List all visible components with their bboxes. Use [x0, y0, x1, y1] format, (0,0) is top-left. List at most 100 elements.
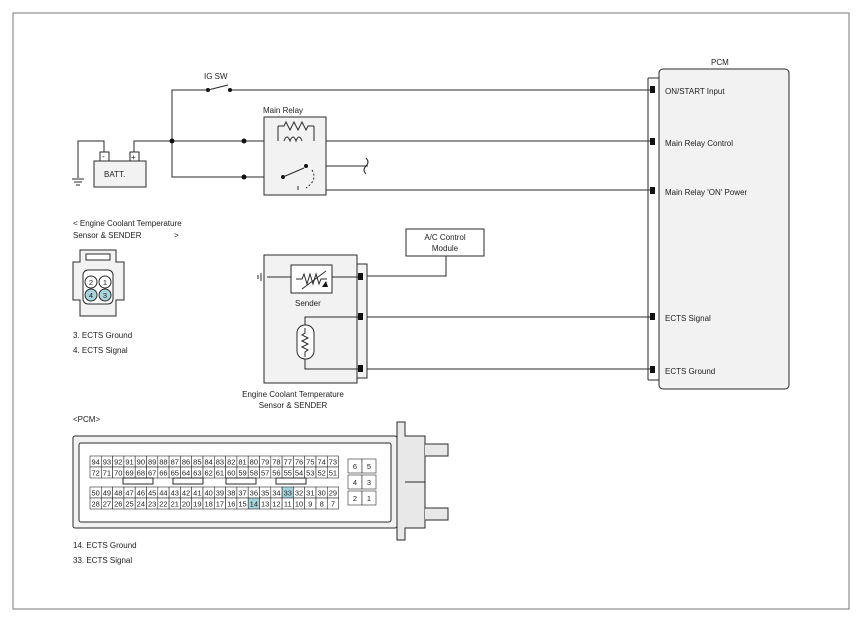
pcm-pin-number: 17 [216, 499, 224, 508]
pcm-small-pin-number: 5 [367, 462, 371, 471]
pcm-pin-number: 50 [91, 488, 99, 497]
pcm-connector-plug [396, 421, 426, 541]
pcm-pin-cell [326, 497, 339, 510]
battery-body [93, 160, 147, 188]
pcm-small-pin-number: 3 [367, 478, 371, 487]
ects-connector-title-1: < Engine Coolant Temperature [73, 219, 182, 228]
pcm-pin-number: 88 [159, 457, 167, 466]
ground-icon [257, 271, 265, 283]
pcm-pin-number: 66 [159, 468, 167, 477]
pcm-pin-number: 89 [148, 457, 156, 466]
pcm-pin-number: 25 [125, 499, 133, 508]
pcm-module: PCM ON/START Input Main Relay Control Ma… [647, 58, 790, 390]
wire-ac-module [360, 256, 447, 277]
diagram-frame [12, 12, 850, 610]
pcm-small-pin-number: 6 [353, 462, 357, 471]
pcm-pin-number: 42 [182, 488, 190, 497]
pcm-pin-number: 94 [91, 457, 99, 466]
pcm-pin-number: 70 [114, 468, 122, 477]
pcm-pin-number: 23 [148, 499, 156, 508]
pcm-pin-number: 58 [250, 468, 258, 477]
pcm-pin-number: 67 [148, 468, 156, 477]
pcm-small-pin-number: 1 [367, 494, 371, 503]
pcm-pin-number: 41 [193, 488, 201, 497]
ig-switch-label: IG SW [204, 72, 228, 81]
pcm-pin-number: 7 [331, 499, 335, 508]
pcm-pin-number: 47 [125, 488, 133, 497]
pcm-pin-number: 79 [261, 457, 269, 466]
pcm-pin-number: 57 [261, 468, 269, 477]
pcm-pin-number: 12 [272, 499, 280, 508]
pcm-pin-number: 9 [308, 499, 312, 508]
pcm-pin-label-ects-ground: ECTS Ground [665, 367, 715, 376]
relay-resistor [278, 120, 314, 132]
pcm-pin-number: 19 [193, 499, 201, 508]
main-relay-label: Main Relay [263, 106, 303, 115]
pcm-pin-number: 14 [250, 499, 258, 508]
pcm-pin-number: 83 [216, 457, 224, 466]
ects-note-3: 3. ECTS Ground [73, 331, 132, 340]
pcm-pin-number: 87 [171, 457, 179, 466]
pcm-pin-number: 73 [329, 457, 337, 466]
ects-pin-1 [98, 275, 112, 289]
pcm-pin-number: 37 [238, 488, 246, 497]
ects-connector-title-close: > [174, 231, 179, 240]
pcm-pin-terminal [650, 86, 655, 93]
ects-connector-legend: < Engine Coolant Temperature Sensor & SE… [72, 219, 182, 355]
ac-control-module: A/C Control Module [405, 228, 485, 257]
pcm-pin-number: 45 [148, 488, 156, 497]
junction-dot [241, 174, 247, 180]
pcm-pin-number: 27 [103, 499, 111, 508]
relay-switch-arm [282, 167, 305, 178]
pcm-pin-number: 78 [272, 457, 280, 466]
pcm-pin-terminal [650, 187, 655, 194]
pcm-pin-number: 48 [114, 488, 122, 497]
pcm-pin-number: 15 [238, 499, 246, 508]
pcm-pin-number: 90 [137, 457, 145, 466]
pcm-pin-number: 62 [204, 468, 212, 477]
pcm-pin-label-main-relay-power: Main Relay 'ON' Power [665, 188, 748, 197]
pcm-pin-number: 39 [216, 488, 224, 497]
connector-key [225, 477, 257, 485]
junction-dot [241, 138, 247, 144]
ects-pin-4 [84, 288, 98, 302]
pcm-pin-number: 44 [159, 488, 167, 497]
switch-contact [207, 84, 229, 91]
pcm-pin-number: 91 [125, 457, 133, 466]
pcm-pin-number: 75 [306, 457, 314, 466]
pcm-pin-number: 54 [295, 468, 303, 477]
connector-key [172, 477, 204, 485]
pcm-pin-number: 65 [171, 468, 179, 477]
pcm-pin-number: 34 [272, 488, 280, 497]
pcm-small-pin-number: 2 [353, 494, 357, 503]
pcm-pin-label-ects-signal: ECTS Signal [665, 314, 711, 323]
pcm-pin-number: 13 [261, 499, 269, 508]
pcm-pin-number: 11 [284, 499, 292, 508]
pcm-pin-terminal [650, 138, 655, 145]
pcm-small-pin-cell [361, 474, 377, 490]
pcm-pin-number: 61 [216, 468, 224, 477]
sensor-caption-line2: Sensor & SENDER [259, 401, 328, 410]
pcm-pin-number: 16 [227, 499, 235, 508]
svg-text:1: 1 [103, 278, 107, 287]
pcm-pin-number: 84 [204, 457, 212, 466]
main-relay-body [263, 116, 327, 196]
pcm-pin-number: 35 [261, 488, 269, 497]
svg-text:4: 4 [89, 291, 93, 300]
ac-module-body [405, 228, 485, 257]
junction-dot [169, 138, 175, 144]
pcm-pin-number: 24 [137, 499, 145, 508]
pcm-pin-number: 49 [103, 488, 111, 497]
pcm-pin-number: 52 [317, 468, 325, 477]
pcm-pin-number: 36 [250, 488, 258, 497]
pcm-pin-number: 51 [329, 468, 337, 477]
battery: - + BATT. [93, 151, 147, 188]
pcm-pin-number: 74 [317, 457, 325, 466]
pcm-pin-number: 80 [250, 457, 258, 466]
main-relay: Main Relay [263, 106, 327, 196]
pcm-note-33: 33. ECTS Signal [73, 556, 132, 565]
